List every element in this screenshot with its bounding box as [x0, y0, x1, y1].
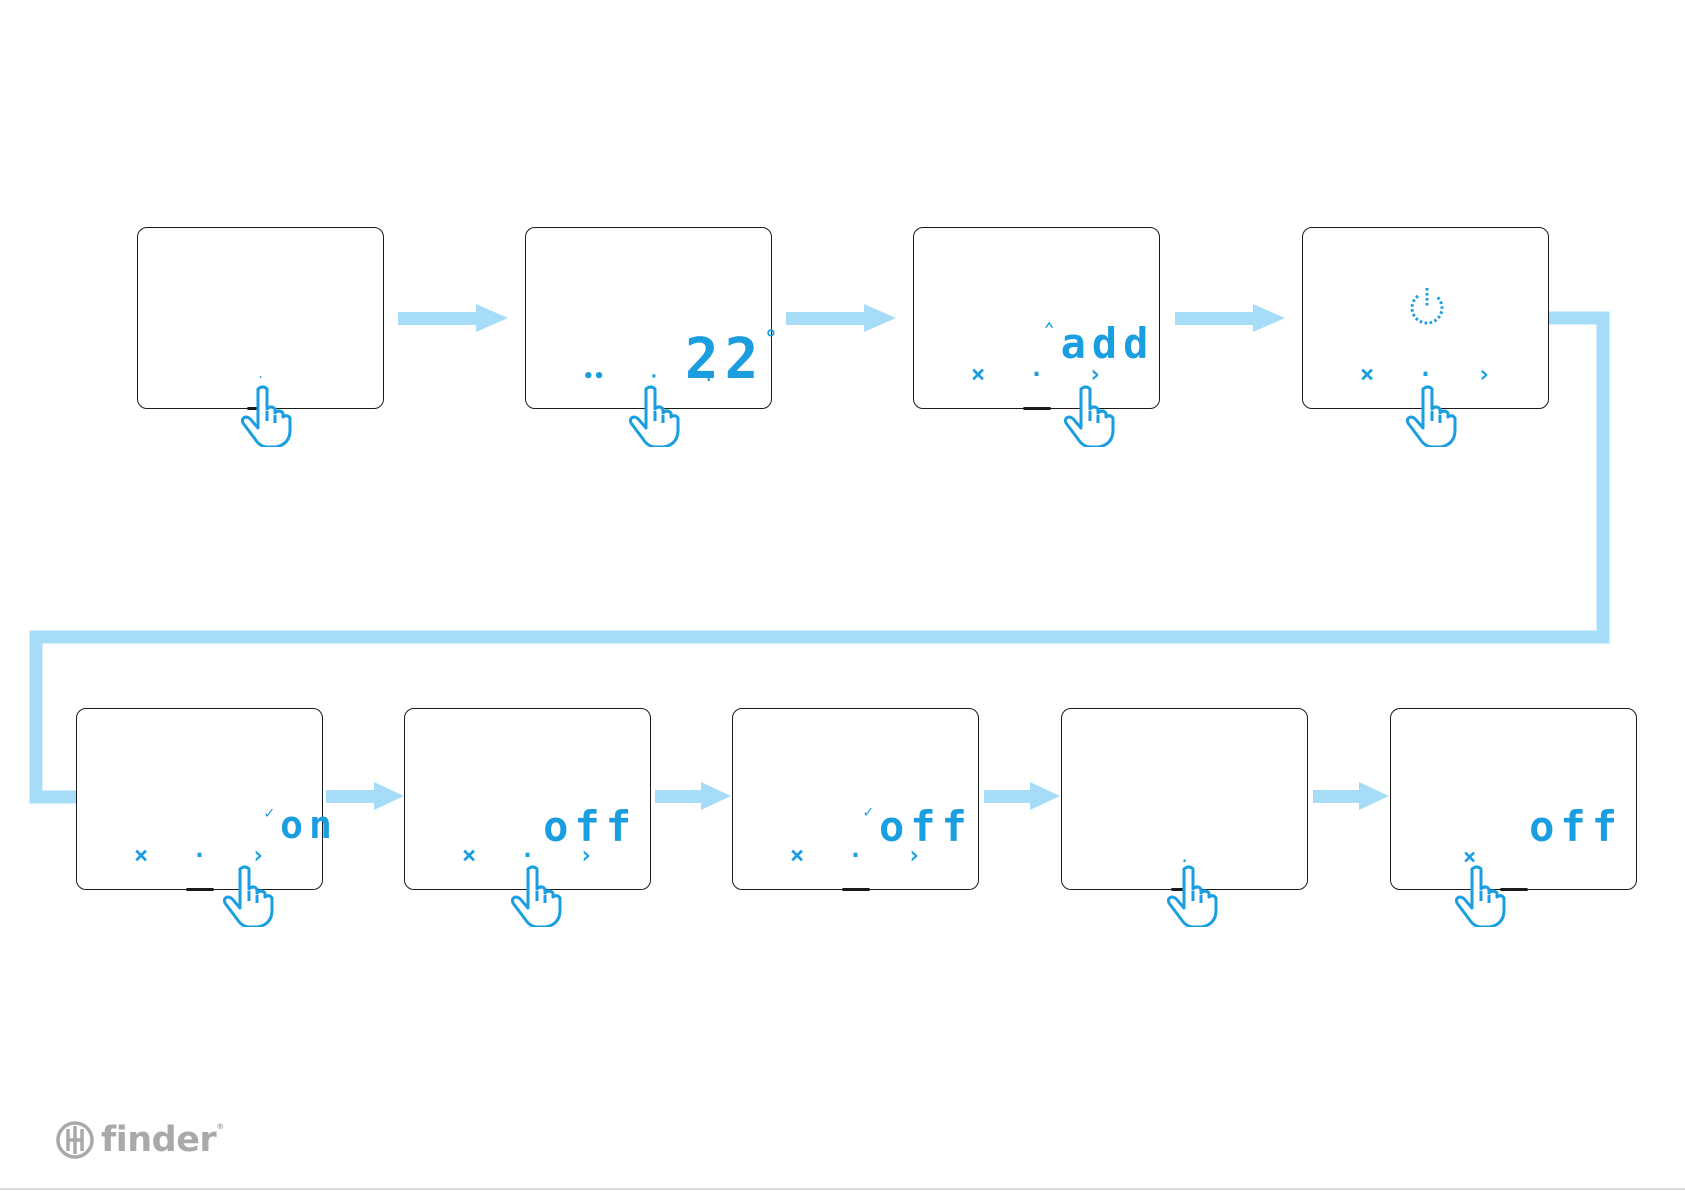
- select-dot-icon: ·: [649, 366, 660, 387]
- hand-pointer-icon: [510, 865, 562, 927]
- screen-7[interactable]: ✓off ×·›: [732, 708, 979, 890]
- minus-icon: ••: [583, 366, 605, 387]
- close-icon: ×: [971, 360, 985, 388]
- close-icon: ×: [790, 841, 804, 869]
- bottom-icons: × · ›: [733, 841, 978, 869]
- screen-3[interactable]: ⌃add ×·›: [913, 227, 1160, 409]
- bottom-icons: × · ›: [914, 360, 1159, 388]
- screen-5[interactable]: ✓on ×·›: [76, 708, 323, 890]
- select-dot-icon: ·: [848, 841, 862, 869]
- hand-pointer-icon: [240, 385, 292, 447]
- touch-dot: ·: [138, 370, 383, 386]
- logo-text: finder: [101, 1120, 216, 1160]
- finder-logo: finder®: [55, 1120, 224, 1160]
- next-icon: ›: [1477, 360, 1491, 388]
- select-dot-icon: ·: [1029, 360, 1043, 388]
- hand-pointer-icon: [1063, 385, 1115, 447]
- hand-pointer-icon: [1405, 385, 1457, 447]
- degree-symbol: °: [764, 327, 783, 352]
- select-dot-icon: ·: [1418, 360, 1432, 388]
- check-icon: ✓: [265, 803, 281, 822]
- hand-pointer-icon: [222, 865, 274, 927]
- screen-1[interactable]: ·: [137, 227, 384, 409]
- registered-mark: ®: [216, 1122, 224, 1131]
- hand-pointer-icon: [1454, 865, 1506, 927]
- off-text: off: [1529, 802, 1623, 851]
- up-check-icon: ⌃: [1044, 319, 1061, 340]
- finder-logo-mark-icon: [55, 1120, 95, 1160]
- panel-notch: [186, 888, 214, 891]
- hand-pointer-icon: [628, 385, 680, 447]
- power-icon: [1406, 284, 1448, 328]
- select-dot-icon: ·: [192, 841, 206, 869]
- screen-9[interactable]: off ×: [1390, 708, 1637, 890]
- close-icon: ×: [134, 841, 148, 869]
- add-label: ⌃add: [914, 270, 1159, 417]
- next-icon: ›: [579, 841, 593, 869]
- bottom-icons: × · ›: [1303, 360, 1548, 388]
- bottom-icons: ×·›: [77, 841, 322, 869]
- screen-4[interactable]: × · ›: [1302, 227, 1549, 409]
- panel-notch: [842, 888, 870, 891]
- hand-pointer-icon: [1166, 865, 1218, 927]
- screen-6[interactable]: off ×·›: [404, 708, 651, 890]
- plus-icon: +: [703, 366, 714, 387]
- screen-8[interactable]: ·: [1061, 708, 1308, 890]
- panel-notch: [1023, 407, 1051, 410]
- bottom-divider: [0, 1188, 1685, 1190]
- close-icon: ×: [1360, 360, 1374, 388]
- off-label: ✓off: [733, 753, 978, 900]
- next-icon: ›: [1088, 360, 1102, 388]
- bottom-icons: •• · +: [526, 366, 771, 387]
- off-label: off: [1391, 753, 1636, 900]
- close-icon: ×: [462, 841, 476, 869]
- check-icon: ✓: [863, 802, 879, 821]
- next-icon: ›: [907, 841, 921, 869]
- logo-wordmark: finder®: [101, 1120, 224, 1160]
- screen-2[interactable]: 22° ••·+: [525, 227, 772, 409]
